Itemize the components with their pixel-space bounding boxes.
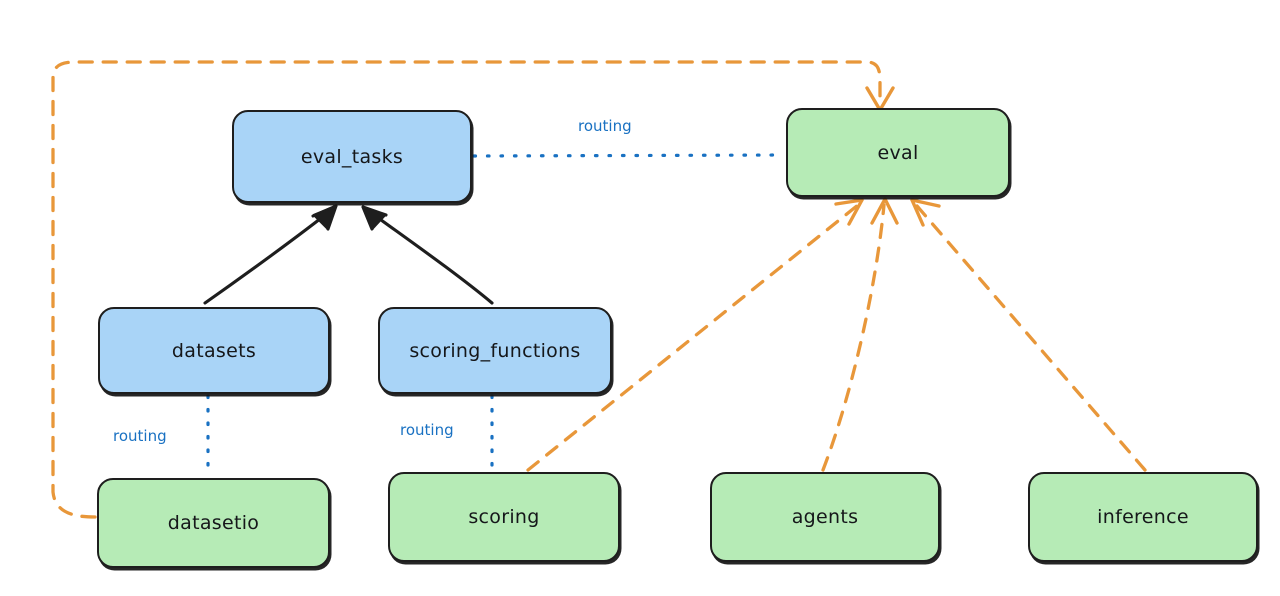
- node-label-datasetio: datasetio: [167, 512, 260, 534]
- node-label-agents: agents: [791, 506, 859, 528]
- edge-label-routing-eval-tasks-eval: routing: [578, 117, 632, 135]
- node-label-scoring: scoring: [468, 506, 540, 528]
- node-scoring[interactable]: scoring: [388, 472, 620, 562]
- edge-scoring_functions-to-eval_tasks: [361, 205, 494, 305]
- edge-datasets-to-eval_tasks: [203, 204, 338, 305]
- node-datasetio[interactable]: datasetio: [97, 478, 330, 568]
- node-label-datasets: datasets: [171, 339, 257, 362]
- node-eval[interactable]: eval: [786, 108, 1010, 197]
- node-inference[interactable]: inference: [1028, 472, 1258, 562]
- edge-datasetio-to-eval: [51, 60, 895, 519]
- edge-inference-to-eval: [910, 198, 1147, 472]
- node-label-eval-tasks: eval_tasks: [300, 145, 404, 168]
- edge-label-routing-datasets-datasetio: routing: [113, 427, 167, 445]
- node-scoring-functions[interactable]: scoring_functions: [378, 307, 612, 394]
- node-label-scoring-functions: scoring_functions: [409, 339, 581, 362]
- node-label-inference: inference: [1097, 506, 1189, 528]
- edge-agents-to-eval: [821, 197, 899, 472]
- edge-eval_tasks-to-eval: [472, 153, 786, 158]
- node-eval-tasks[interactable]: eval_tasks: [232, 110, 472, 203]
- edge-scoring-to-eval: [526, 198, 864, 472]
- node-agents[interactable]: agents: [710, 472, 940, 562]
- node-label-eval: eval: [877, 141, 919, 164]
- edge-label-routing-scoring-functions-scoring: routing: [400, 421, 454, 439]
- node-datasets[interactable]: datasets: [98, 307, 330, 394]
